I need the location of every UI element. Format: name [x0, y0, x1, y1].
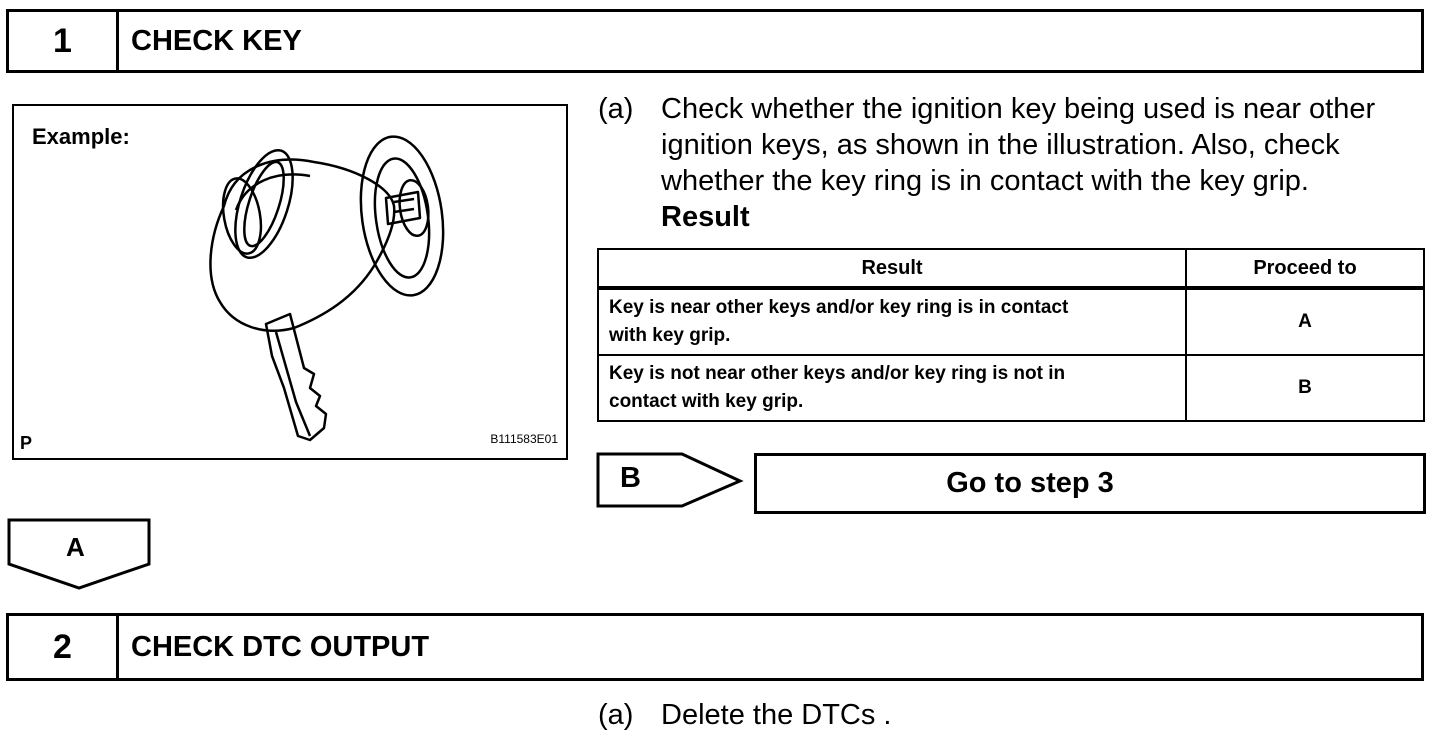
table-row: Key is near other keys and/or key ring i… [597, 287, 1425, 356]
go-to-step-box: Go to step 3 [754, 453, 1426, 514]
instruction-a-line-1: Check whether the ignition key being use… [661, 93, 1376, 125]
step-title: CHECK DTC OUTPUT [131, 630, 430, 663]
result-table: Result Proceed to Key is near other keys… [597, 248, 1425, 422]
result-line: contact with key grip. [609, 391, 804, 412]
ignition-key-illustration [209, 135, 445, 442]
proceed-cell: A [1185, 287, 1425, 356]
table-row: Key is not near other keys and/or key ri… [597, 354, 1425, 422]
branch-a-label: A [66, 532, 85, 562]
key-illustration-figure: Example: P B111583E01 [12, 104, 568, 460]
branch-b-label: B [620, 462, 641, 494]
proceed-cell: B [1185, 354, 1425, 422]
result-cell: Key is not near other keys and/or key ri… [597, 354, 1187, 422]
step-number: 1 [9, 12, 119, 70]
branch-b-arrow-shape [596, 452, 744, 508]
step-2-header: 2 CHECK DTC OUTPUT [6, 613, 1424, 681]
figure-example-label: Example: [32, 124, 130, 149]
table-header-row: Result Proceed to [597, 248, 1425, 290]
result-line: Key is not near other keys and/or key ri… [609, 363, 1066, 384]
result-heading: Result [661, 201, 750, 233]
header-proceed-to: Proceed to [1185, 248, 1425, 290]
instruction-a-line-2: ignition keys, as shown in the illustrat… [661, 129, 1340, 161]
instruction-2a-marker: (a) [598, 699, 634, 731]
step-number: 2 [9, 616, 119, 678]
header-result: Result [597, 248, 1187, 290]
instruction-a-line-3: whether the key ring is in contact with … [661, 165, 1309, 197]
branch-a-arrow-shape [7, 518, 151, 590]
figure-code: B111583E01 [490, 432, 558, 446]
go-to-step-text: Go to step 3 [946, 467, 1114, 499]
instruction-a-marker: (a) [598, 93, 634, 125]
step-title: CHECK KEY [131, 24, 302, 57]
figure-corner-letter: P [20, 433, 33, 453]
step-1-header: 1 CHECK KEY [6, 9, 1424, 73]
result-line: Key is near other keys and/or key ring i… [609, 297, 1069, 318]
instruction-2a-text: Delete the DTCs . [661, 699, 892, 731]
result-line: with key grip. [609, 325, 731, 346]
result-cell: Key is near other keys and/or key ring i… [597, 287, 1187, 356]
